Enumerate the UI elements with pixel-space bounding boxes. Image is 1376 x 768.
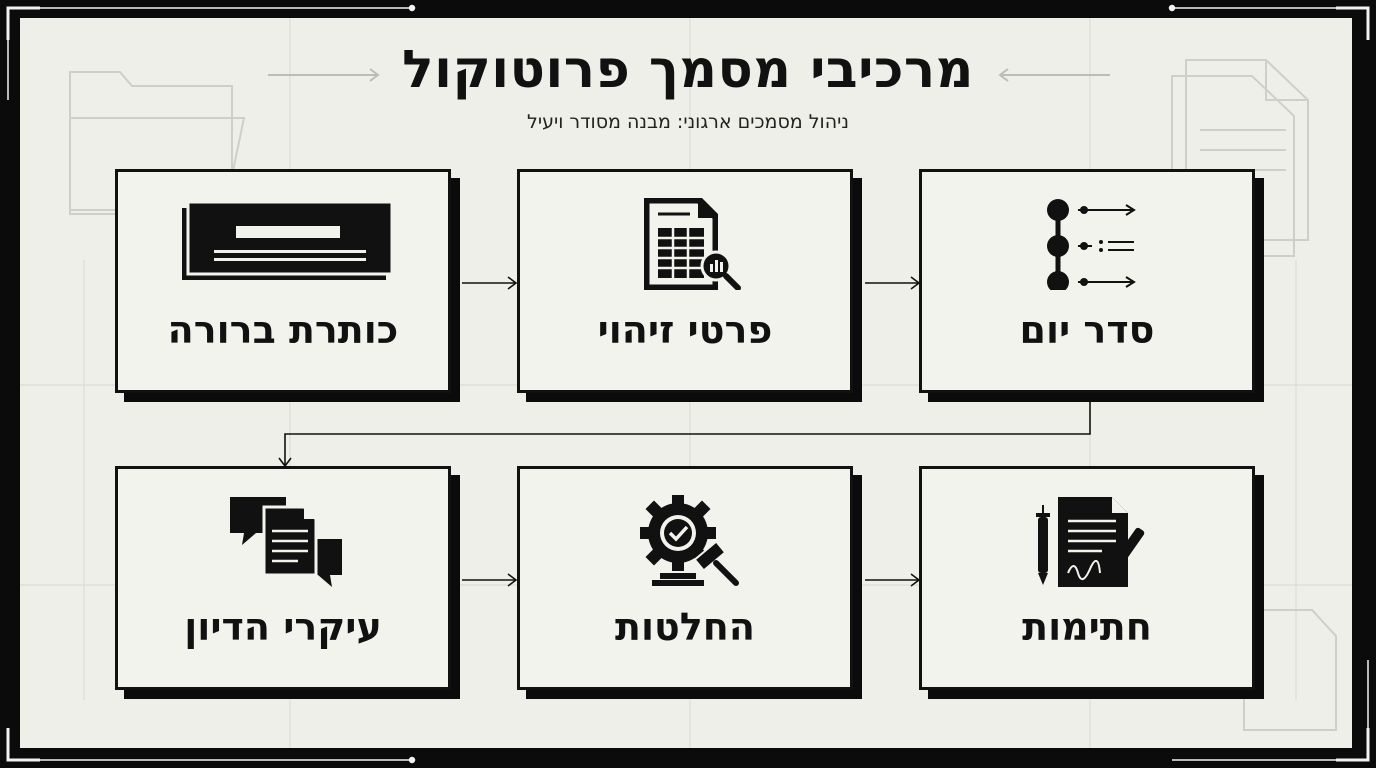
title-arrows — [268, 68, 1110, 82]
step-card-signatures: חתימות — [919, 466, 1255, 690]
connector-arrow — [865, 573, 921, 587]
connector-arrow — [462, 573, 518, 587]
corner-bracket-tr — [1336, 6, 1370, 40]
header-banner-icon — [182, 200, 394, 280]
discussion-bubbles-icon — [230, 497, 342, 587]
signed-document-icon — [1036, 497, 1145, 587]
step-label: עיקרי הדיון — [184, 605, 382, 649]
step-label: חתימות — [1022, 605, 1152, 649]
diagram-subtitle: ניהול מסמכים ארגוני: מבנה מסודר ויעיל — [527, 111, 849, 133]
agenda-list-icon — [1047, 199, 1136, 290]
step-label: החלטות — [614, 605, 755, 649]
connector-arrow — [865, 276, 921, 290]
step-label: כותרת ברורה — [167, 308, 399, 352]
corner-bracket-br — [1336, 728, 1370, 762]
document-search-icon — [644, 198, 741, 290]
corner-bracket-tl — [6, 6, 40, 40]
diagram-title: מרכיבי מסמך פרוטוקול — [402, 40, 974, 100]
step-label: פרטי זיהוי — [597, 308, 773, 352]
page-sketch-icon — [1243, 609, 1337, 731]
connector-arrow — [462, 276, 518, 290]
connector-elbow-arrow — [278, 402, 1091, 468]
gear-gavel-icon — [640, 495, 739, 586]
step-card-decisions: החלטות — [517, 466, 853, 690]
step-card-agenda: סדר יום — [919, 169, 1255, 393]
step-card-identification: פרטי זיהוי — [517, 169, 853, 393]
step-card-clear-title: כותרת ברורה — [115, 169, 451, 393]
corner-bracket-bl — [6, 728, 40, 762]
step-label: סדר יום — [1019, 308, 1155, 352]
step-card-discussion: עיקרי הדיון — [115, 466, 451, 690]
